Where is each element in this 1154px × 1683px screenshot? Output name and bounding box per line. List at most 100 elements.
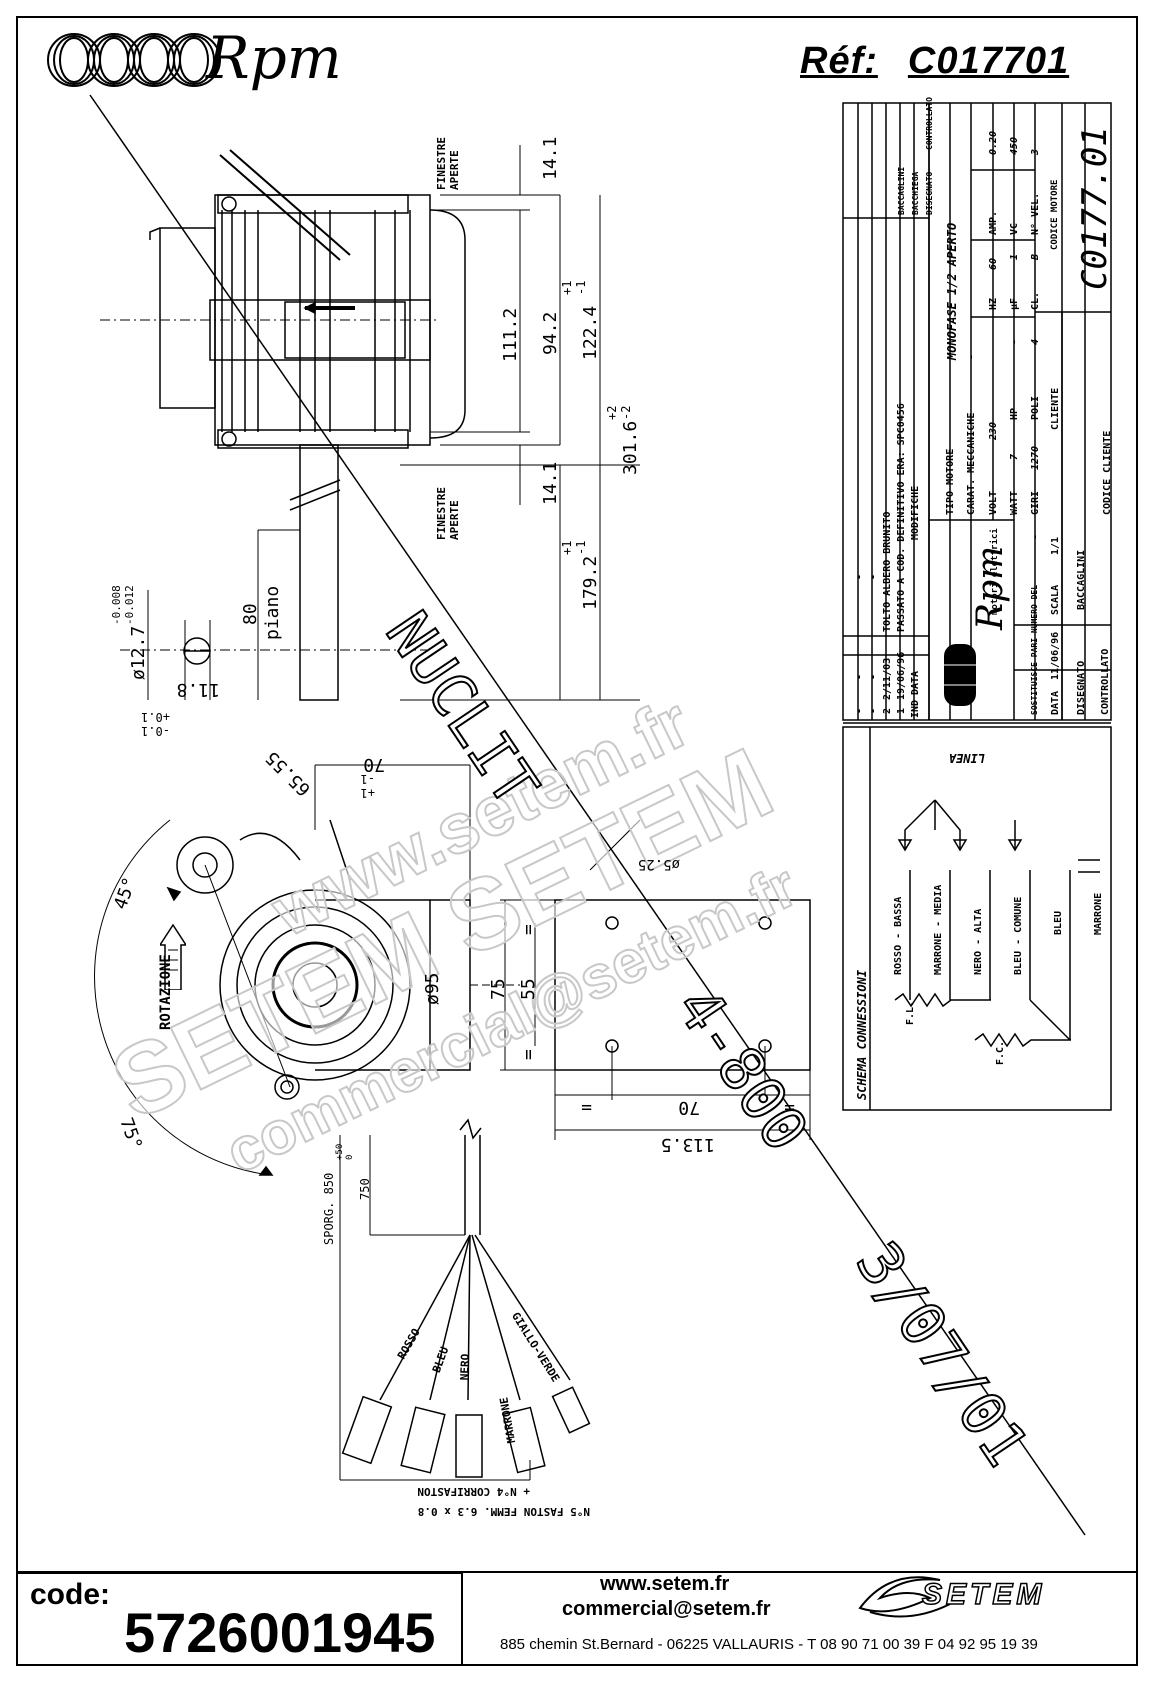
- tb-spec-nvel-v: 3: [1030, 148, 1041, 155]
- tb-rev-header-ind: IND: [910, 699, 921, 718]
- tb-scala-label: SCALA: [1050, 584, 1061, 615]
- tb-spec-vc-v: 450: [1009, 136, 1020, 155]
- tb-tipo-motore: MONOFASE 1/2 APERTO: [945, 222, 959, 360]
- tb-logo-coils-icon: [944, 644, 976, 706]
- cable-note-corrifaston: + N°4 CORRIFASTON: [417, 1485, 530, 1498]
- tb-spec-uf-k: µF: [1009, 297, 1020, 310]
- tb-spec-amp-k: AMP.: [988, 210, 999, 235]
- tb-sostituisce-label: SOSTITUISCE PARI NUMERO DEL: [1030, 584, 1039, 715]
- motor-front-view: [94, 764, 811, 1176]
- dim-113-5: 113.5: [660, 1134, 715, 1155]
- schema-wire-marrone-2: MARRONE: [1093, 892, 1104, 935]
- dim-750: 750: [358, 1178, 372, 1200]
- dim-70-tol: +1 -1: [360, 772, 375, 800]
- dim-179-2: 179.2: [580, 555, 601, 610]
- schema-linea: LINEA: [948, 751, 985, 765]
- tb-controllato-label: CONTROLLATO: [1100, 648, 1111, 715]
- schema-wire-rosso: ROSSO - BASSA: [893, 896, 904, 975]
- dim-sporg-tol: +50 0: [335, 1143, 355, 1160]
- tb-spec-giri-k: GIRI: [1030, 490, 1041, 515]
- title-block-grid: [842, 102, 1112, 724]
- tb-spec-vc-k: VC: [1009, 222, 1020, 235]
- dim-111-2: 111.2: [500, 307, 521, 362]
- tb-signer-2: BACCHIEGA: [911, 171, 920, 215]
- schema-fl: F.L.: [905, 1000, 916, 1025]
- rpm-logo-coils: [47, 33, 221, 87]
- drawing-frame: [16, 16, 1138, 1666]
- code-value: 5726001945: [124, 1601, 436, 1664]
- brand-logo-text: Rpm: [206, 24, 342, 92]
- tb-spec-uf-v: 1: [1009, 253, 1020, 260]
- tb-rev1-mod: PASSATO A COD. DEFINITIVO ERA: SPC0456: [896, 403, 907, 632]
- ref-value: C017701: [907, 40, 1070, 82]
- dim-11-8-tol: -0.1 +0.1: [141, 710, 170, 738]
- dim-eq-2: =: [518, 1049, 539, 1060]
- schema-title: SCHEMA CONNESSIONI: [855, 969, 869, 1100]
- dim-14-1-top: 14.1: [540, 136, 561, 180]
- tb-sostituisce-value: -: [1030, 533, 1041, 540]
- tb-rev4-mod: -: [854, 573, 865, 580]
- tb-spec-volt-k: VOLT: [988, 490, 999, 515]
- tb-rev2-data: 2/11/03: [882, 657, 893, 700]
- tb-spec-cl-v: B: [1030, 253, 1041, 260]
- dim-14-1-bottom: 14.1: [540, 461, 561, 505]
- tb-spec-hp-k: HP: [1009, 407, 1020, 420]
- dim-diameter-5-25: ø5.25: [637, 856, 680, 872]
- tb-rev3-data: -: [868, 673, 879, 680]
- dim-301-6: 301.6: [620, 420, 641, 475]
- tb-rev4-data: -: [854, 673, 865, 680]
- tb-data-label: DATA: [1050, 690, 1061, 715]
- tb-sign-controllato: CONTROLLATO: [925, 97, 934, 150]
- tb-rev-header-data: DATA: [910, 670, 921, 695]
- dim-eq-4: =: [784, 1097, 795, 1118]
- tb-sign-disegnato: DISEGNATO: [925, 171, 934, 215]
- tb-spec-giri-v: 1270: [1030, 445, 1041, 470]
- footer-email[interactable]: commercial@setem.fr: [562, 1598, 771, 1620]
- tb-codice-motore-label: CODICE MOTORE: [1050, 179, 1060, 250]
- tb-codice-cliente-label: CODICE CLIENTE: [1102, 430, 1113, 515]
- tb-spec-watt-k: WATT: [1009, 490, 1020, 515]
- schema-box: [842, 726, 1112, 1111]
- label-finestre-bottom: FINESTRE APERTE: [435, 487, 461, 540]
- motor-top-view: [100, 145, 640, 701]
- label-finestre-top: FINESTRE APERTE: [435, 137, 461, 190]
- tb-scala-value: 1/1: [1050, 536, 1061, 555]
- tb-spec-hz-k: HZ: [988, 297, 999, 310]
- tb-rev3-mod: -: [868, 573, 879, 580]
- tb-rev3-ind: -: [868, 707, 879, 714]
- dim-diameter-95: ø95: [422, 972, 443, 1005]
- tb-cliente-label: CLIENTE: [1050, 387, 1061, 430]
- schema-wire-bleu: BLEU: [1053, 910, 1064, 935]
- dim-80: 80: [240, 603, 261, 625]
- code-box: [16, 1572, 463, 1666]
- dim-55: 55: [518, 978, 539, 1000]
- footer-address: 885 chemin St.Bernard - 06225 VALLAURIS …: [500, 1636, 1038, 1653]
- schema-wire-nero: NERO - ALTA: [973, 908, 984, 975]
- tb-spec-nvel-k: N° VEL.: [1030, 192, 1041, 235]
- label-piano: piano: [262, 585, 283, 640]
- tb-signer-1: BACCAGLINI: [897, 166, 906, 215]
- footer-website[interactable]: www.setem.fr: [600, 1573, 730, 1595]
- tb-spec-cl-k: CL.: [1030, 291, 1041, 310]
- schema-fc: F.C.: [995, 1040, 1006, 1065]
- tb-disegnato-value: BACCAGLINI: [1076, 549, 1087, 610]
- tb-rev-header-modifiche: MODIFICHE: [910, 485, 921, 540]
- ref-label: Réf:: [800, 40, 878, 82]
- reference-number: Réf: C017701: [800, 40, 1069, 83]
- dim-tol-2: +2 -2: [605, 405, 633, 420]
- dim-shaft-diameter: ø12.7: [128, 625, 149, 680]
- tb-spec-watt-v: 7: [1009, 453, 1020, 460]
- tb-disegnato-label: DISEGNATO: [1076, 660, 1087, 715]
- dim-94-2: 94.2: [540, 311, 561, 355]
- dim-70-bottom: 70: [678, 1097, 700, 1118]
- tb-carat-label: CARAT. MECCANICHE: [966, 412, 977, 515]
- dim-75: 75: [488, 978, 509, 1000]
- tb-data-value: 11/06/96: [1050, 631, 1061, 680]
- dim-122-4: 122.4: [580, 305, 601, 360]
- tb-spec-volt-v: 230: [988, 421, 999, 440]
- setem-logo-text: SETEM: [921, 1577, 1046, 1612]
- tb-tipo-motore-label: TIPO MOTORE: [945, 448, 956, 515]
- tb-spec-poli-v: 4: [1030, 338, 1041, 345]
- dim-eq-3: =: [581, 1097, 592, 1118]
- tb-logo-sub: motori elettrici: [990, 528, 1000, 615]
